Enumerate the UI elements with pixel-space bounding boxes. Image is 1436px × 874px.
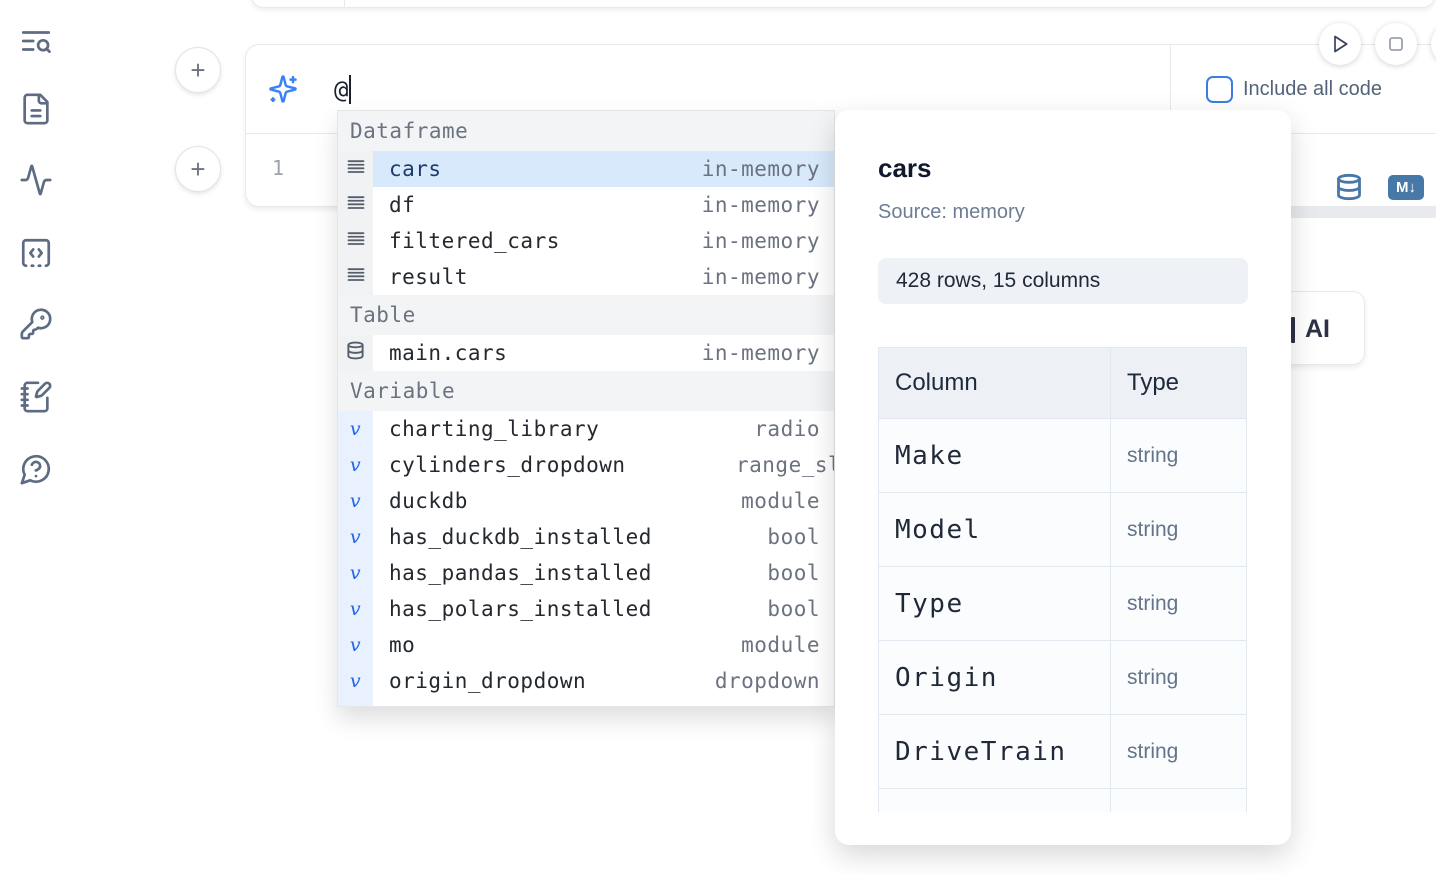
schema-row-make: Make string: [878, 418, 1247, 493]
variable-icon: v: [338, 663, 373, 699]
ai-prompt-input[interactable]: @: [334, 75, 352, 104]
include-all-code-checkbox[interactable]: [1206, 76, 1233, 103]
database-icon: [338, 335, 373, 371]
convert-to-sql-database-icon[interactable]: [1335, 173, 1363, 201]
column-type: string: [1127, 739, 1179, 763]
run-cell-button[interactable]: [1319, 23, 1361, 65]
add-cell-above-button[interactable]: +: [175, 47, 221, 93]
variable-icon: v: [338, 555, 373, 591]
notebook-pen-icon[interactable]: [19, 380, 53, 414]
convert-to-markdown-icon[interactable]: M↓: [1388, 175, 1424, 200]
section-header-dataframe: Dataframe: [338, 111, 834, 151]
schema-header-row: Column Type: [878, 347, 1247, 419]
cell-output-divider: [1152, 207, 1436, 218]
previous-cell-bottom-edge: [250, 0, 1436, 8]
column-name: DriveTrain: [895, 736, 1067, 767]
add-cell-below-button[interactable]: +: [175, 146, 221, 192]
column-type: string: [1127, 665, 1179, 689]
schema-row-drivetrain: DriveTrain string: [878, 714, 1247, 789]
file-document-icon[interactable]: [19, 92, 53, 126]
dataframe-rows-icon: [338, 187, 373, 223]
variable-icon: v: [338, 447, 373, 483]
variable-icon: v: [338, 699, 373, 706]
schema-row-origin: Origin string: [878, 640, 1247, 715]
preview-source-label: Source: memory: [878, 201, 1025, 223]
ai-sparkles-icon: [268, 74, 298, 104]
dataframe-rows-icon: [338, 151, 373, 187]
code-cell-icon[interactable]: [19, 236, 53, 270]
text-cursor: [349, 75, 352, 104]
previous-cell-gutter-divider: [344, 0, 345, 8]
column-type: string: [1127, 443, 1179, 467]
schema-row-model: Model string: [878, 492, 1247, 567]
schema-table: Column Type Make string Model string Typ…: [878, 347, 1247, 812]
column-type: string: [1127, 517, 1179, 541]
column-header: Column: [878, 347, 1111, 419]
section-header-variable: Variable: [338, 371, 834, 411]
type-header: Type: [1110, 347, 1247, 419]
left-sidebar: [0, 0, 72, 874]
variable-icon: v: [338, 627, 373, 663]
include-all-code-label: Include all code: [1243, 78, 1382, 100]
toc-search-icon[interactable]: [19, 24, 53, 58]
include-code-divider: [1170, 45, 1171, 133]
autocomplete-item-pd-clipped[interactable]: v pdmodule: [338, 699, 834, 706]
section-header-table: Table: [338, 295, 834, 335]
column-name: Origin: [895, 662, 998, 693]
column-type: string: [1127, 591, 1179, 615]
column-name: Type: [895, 588, 964, 619]
variable-icon: v: [338, 519, 373, 555]
column-name: Make: [895, 440, 964, 471]
schema-row-type: Type string: [878, 566, 1247, 641]
preview-shape-badge: 428 rows, 15 columns: [878, 258, 1248, 304]
editor-line-number: 1: [271, 156, 285, 180]
clipped-letter-stroke: [1291, 317, 1295, 343]
dataframe-rows-icon: [338, 259, 373, 295]
variable-icon: v: [338, 411, 373, 447]
stop-cell-button[interactable]: [1375, 23, 1417, 65]
key-icon[interactable]: [19, 307, 53, 341]
schema-table-container: Column Type Make string Model string Typ…: [878, 347, 1248, 812]
clipped-toolbar-button[interactable]: [1431, 23, 1436, 65]
dataframe-preview-panel: cars Source: memory 428 rows, 15 columns…: [835, 110, 1291, 845]
dataframe-rows-icon: [338, 223, 373, 259]
variable-icon: v: [338, 483, 373, 519]
activity-pulse-icon[interactable]: [19, 163, 53, 197]
variable-icon: v: [338, 591, 373, 627]
help-chat-icon[interactable]: [19, 452, 53, 486]
schema-row-clipped: [878, 788, 1247, 812]
column-name: Model: [895, 514, 981, 545]
preview-title: cars: [878, 153, 932, 183]
